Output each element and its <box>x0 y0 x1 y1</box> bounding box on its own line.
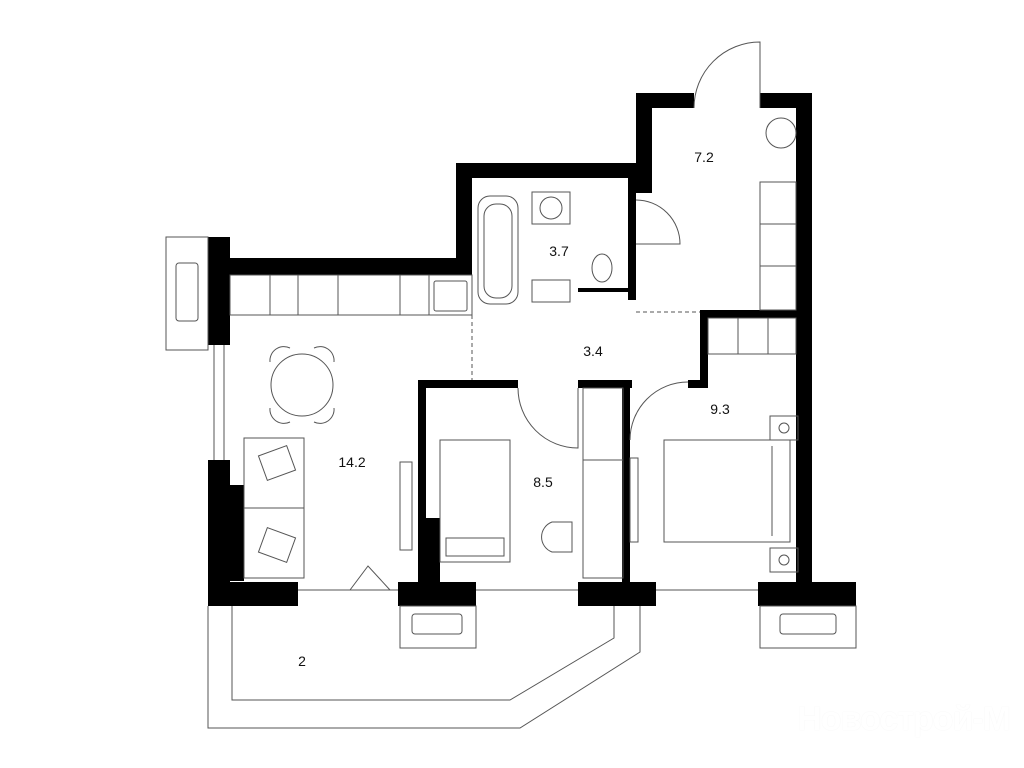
thin-lines <box>165 41 857 729</box>
walls <box>208 93 856 606</box>
room-area-hall: 7.2 <box>694 149 714 165</box>
watermark: Новострой-М <box>797 700 1011 738</box>
room-area-balcony: 2 <box>298 653 306 669</box>
room-area-corridor: 3.4 <box>583 343 603 359</box>
room-area-kitchen-living: 14.2 <box>338 454 366 470</box>
room-area-kids-room: 8.5 <box>533 474 553 490</box>
room-area-bedroom: 9.3 <box>710 401 730 417</box>
room-area-bathroom: 3.7 <box>549 243 569 259</box>
